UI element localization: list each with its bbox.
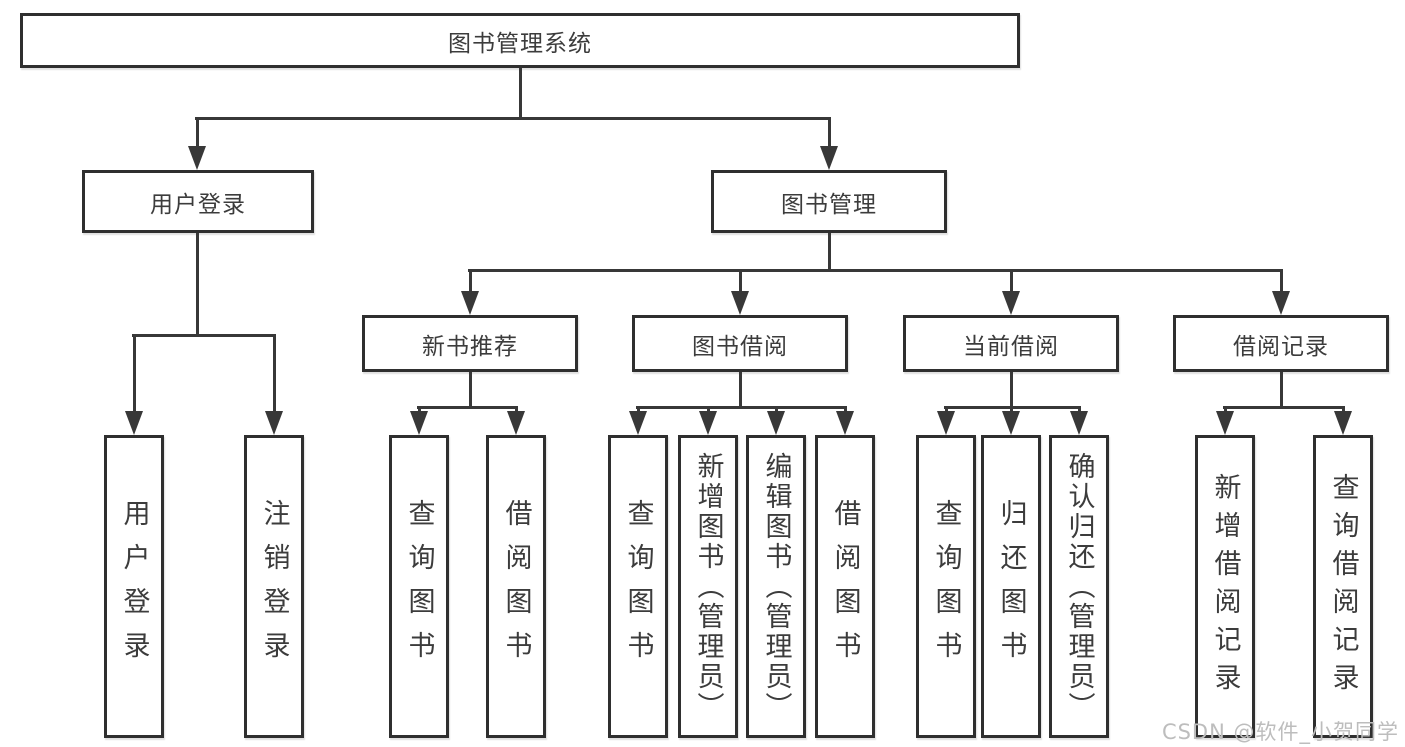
watermark-text: CSDN @软件_小贺同学	[1161, 720, 1399, 744]
node-edit-books-admin: 编辑图书（管理员）	[746, 435, 806, 738]
node-label: 归还图书	[995, 498, 1027, 675]
connector-line	[417, 407, 421, 413]
node-borrowing-records: 借阅记录	[1173, 315, 1389, 372]
connector-line	[944, 405, 1081, 409]
connector-line	[1279, 372, 1283, 409]
connector-line	[1223, 407, 1227, 413]
node-label: 查询图书	[622, 498, 654, 675]
connector-line	[195, 116, 831, 120]
connector-line	[1077, 407, 1081, 413]
arrowhead-down-icon	[1002, 291, 1020, 315]
node-book-management-system: 图书管理系统	[20, 13, 1020, 68]
arrowhead-down-icon	[507, 411, 525, 435]
connector-line	[774, 407, 778, 413]
node-label: 用户登录	[118, 498, 150, 675]
connector-line	[1009, 270, 1013, 293]
node-label: 借阅图书	[829, 498, 861, 675]
arrowhead-down-icon	[410, 411, 428, 435]
node-label: 注销登录	[258, 498, 290, 675]
connector-line	[1223, 405, 1345, 409]
arrowhead-down-icon	[265, 411, 283, 435]
node-confirm-return-admin: 确认归还（管理员）	[1049, 435, 1109, 738]
connector-line	[636, 405, 847, 409]
arrowhead-down-icon	[1216, 411, 1234, 435]
connector-line	[514, 407, 518, 413]
connector-line	[195, 118, 199, 150]
arrowhead-down-icon	[461, 291, 479, 315]
connector-line	[827, 118, 831, 150]
arrowhead-down-icon	[1272, 291, 1290, 315]
arrowhead-down-icon	[699, 411, 717, 435]
node-logout: 注销登录	[244, 435, 304, 738]
node-new-book-recommend: 新书推荐	[362, 315, 578, 372]
connector-line	[1009, 372, 1013, 409]
connector-line	[1341, 407, 1345, 413]
connector-line	[132, 335, 136, 413]
connector-line	[1009, 407, 1013, 413]
node-label: 确认归还（管理员）	[1063, 451, 1095, 722]
connector-line	[468, 268, 1283, 272]
arrowhead-down-icon	[1070, 411, 1088, 435]
arrowhead-down-icon	[820, 146, 838, 170]
node-label: 图书管理系统	[448, 30, 592, 57]
node-current-borrowing: 当前借阅	[903, 315, 1119, 372]
node-borrow-books-recommend: 借阅图书	[486, 435, 546, 738]
node-label: 新增图书（管理员）	[692, 451, 724, 722]
node-query-borrow-record: 查询借阅记录	[1313, 435, 1373, 738]
arrowhead-down-icon	[937, 411, 955, 435]
arrowhead-down-icon	[767, 411, 785, 435]
node-user-login: 用户登录	[82, 170, 314, 233]
node-query-books-recommend: 查询图书	[389, 435, 449, 738]
node-return-books: 归还图书	[981, 435, 1041, 738]
node-label: 新增借阅记录	[1209, 472, 1241, 701]
node-label: 查询图书	[930, 498, 962, 675]
node-query-books-borrowing: 查询图书	[608, 435, 668, 738]
node-label: 新书推荐	[422, 333, 518, 360]
node-label: 图书借阅	[692, 333, 788, 360]
connector-line	[272, 335, 276, 413]
connector-line	[518, 68, 522, 120]
arrowhead-down-icon	[1002, 411, 1020, 435]
connector-line	[417, 405, 518, 409]
connector-line	[706, 407, 710, 413]
arrowhead-down-icon	[188, 146, 206, 170]
arrowhead-down-icon	[629, 411, 647, 435]
node-label: 查询图书	[403, 498, 435, 675]
node-label: 编辑图书（管理员）	[760, 451, 792, 722]
node-label: 借阅记录	[1233, 333, 1329, 360]
node-query-books-current: 查询图书	[916, 435, 976, 738]
node-label: 借阅图书	[500, 498, 532, 675]
node-borrow-books-borrowing: 借阅图书	[815, 435, 875, 738]
node-add-books-admin: 新增图书（管理员）	[678, 435, 738, 738]
connector-line	[468, 270, 472, 293]
node-book-borrowing: 图书借阅	[632, 315, 848, 372]
node-label: 图书管理	[781, 191, 877, 218]
connector-line	[843, 407, 847, 413]
connector-line	[132, 333, 276, 337]
node-label: 查询借阅记录	[1327, 472, 1359, 701]
node-book-management: 图书管理	[711, 170, 947, 233]
connector-line	[195, 233, 199, 337]
connector-line	[1279, 270, 1283, 293]
connector-line	[738, 372, 742, 409]
node-user-login-action: 用户登录	[104, 435, 164, 738]
arrowhead-down-icon	[125, 411, 143, 435]
arrowhead-down-icon	[836, 411, 854, 435]
connector-line	[944, 407, 948, 413]
node-add-borrow-record: 新增借阅记录	[1195, 435, 1255, 738]
node-label: 当前借阅	[963, 333, 1059, 360]
connector-line	[827, 233, 831, 272]
arrowhead-down-icon	[731, 291, 749, 315]
connector-line	[468, 372, 472, 409]
connector-line	[636, 407, 640, 413]
node-label: 用户登录	[150, 191, 246, 218]
arrowhead-down-icon	[1334, 411, 1352, 435]
connector-line	[738, 270, 742, 293]
